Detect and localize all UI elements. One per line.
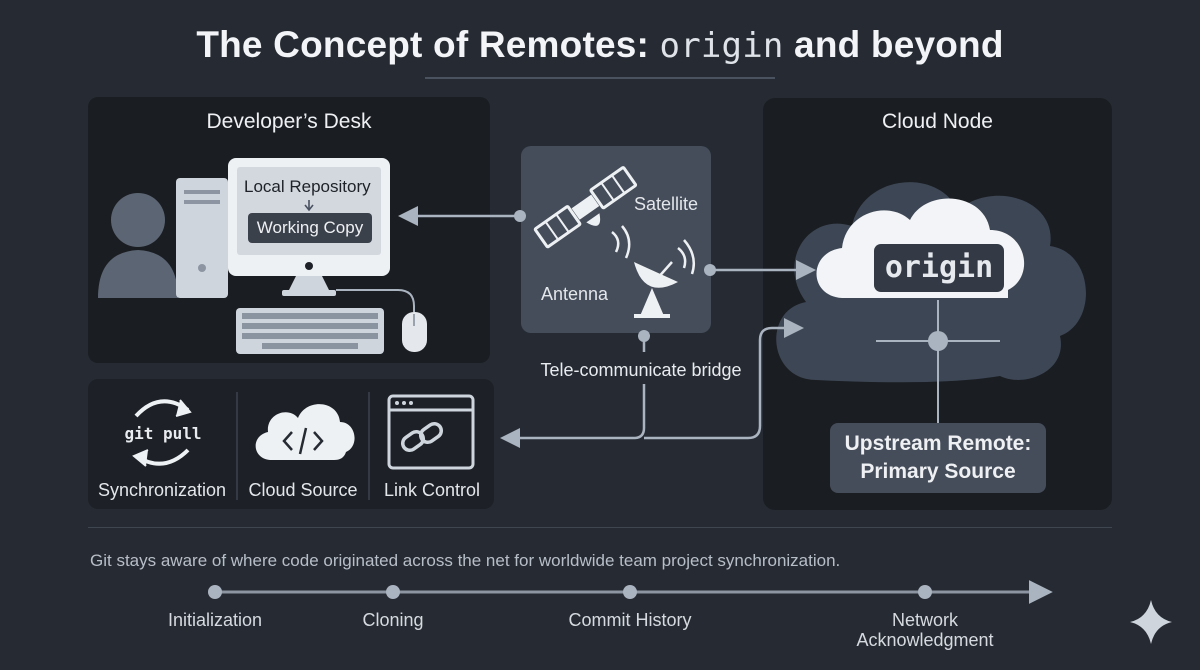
connector-bridge — [500, 318, 804, 448]
title-code: origin — [659, 26, 784, 66]
timeline-label-commit-history: Commit History — [568, 610, 692, 630]
bridge-label: Tele-communicate bridge — [540, 360, 742, 380]
cloud-node-heading: Cloud Node — [882, 110, 993, 133]
antenna-label: Antenna — [541, 284, 609, 304]
sparkle-icon — [1130, 600, 1172, 644]
antenna-icon — [634, 239, 695, 318]
cloud-code-icon — [255, 404, 355, 460]
upstream-line-2: Primary Source — [860, 460, 1016, 483]
working-copy-label: Working Copy — [248, 213, 372, 243]
link-window-icon — [387, 394, 475, 470]
satellite-box — [521, 146, 711, 333]
sync-icon — [132, 399, 192, 467]
tool-label-link-control: Link Control — [383, 480, 481, 500]
local-repository-label: Local Repository — [244, 177, 371, 196]
cloud-node-icon — [776, 182, 1086, 424]
origin-badge: origin — [874, 244, 1004, 292]
tool-label-cloud-source: Cloud Source — [248, 480, 358, 500]
connector-antenna-to-cloud — [704, 260, 816, 280]
title-suffix: and beyond — [783, 24, 1004, 65]
title-underline — [425, 77, 775, 79]
person-icon — [98, 193, 178, 298]
satellite-icon — [533, 166, 638, 249]
keyboard-icon — [236, 308, 384, 354]
section-divider — [88, 527, 1112, 528]
mouse-icon — [336, 289, 427, 352]
title-main: The Concept of Remotes: — [196, 24, 660, 65]
timeline-label-cloning: Cloning — [362, 610, 424, 630]
computer-tower-icon — [176, 178, 228, 298]
caption-text: Git stays aware of where code originated… — [90, 551, 841, 570]
timeline-label-initialization: Initialization — [167, 610, 263, 630]
upstream-line-1: Upstream Remote: — [844, 432, 1032, 455]
developer-desk-heading: Developer’s Desk — [206, 110, 372, 133]
timeline-label-network-acknowledgment: Network Acknowledgment — [856, 610, 994, 650]
git-pull-label: git pull — [124, 424, 202, 443]
page-title: The Concept of Remotes: origin and beyon… — [0, 24, 1200, 66]
timeline — [208, 580, 1053, 604]
satellite-label: Satellite — [634, 194, 699, 214]
tool-label-synchronization: Synchronization — [97, 480, 227, 500]
upstream-remote-box: Upstream Remote: Primary Source — [830, 423, 1046, 493]
connector-sat-to-monitor — [398, 206, 526, 226]
